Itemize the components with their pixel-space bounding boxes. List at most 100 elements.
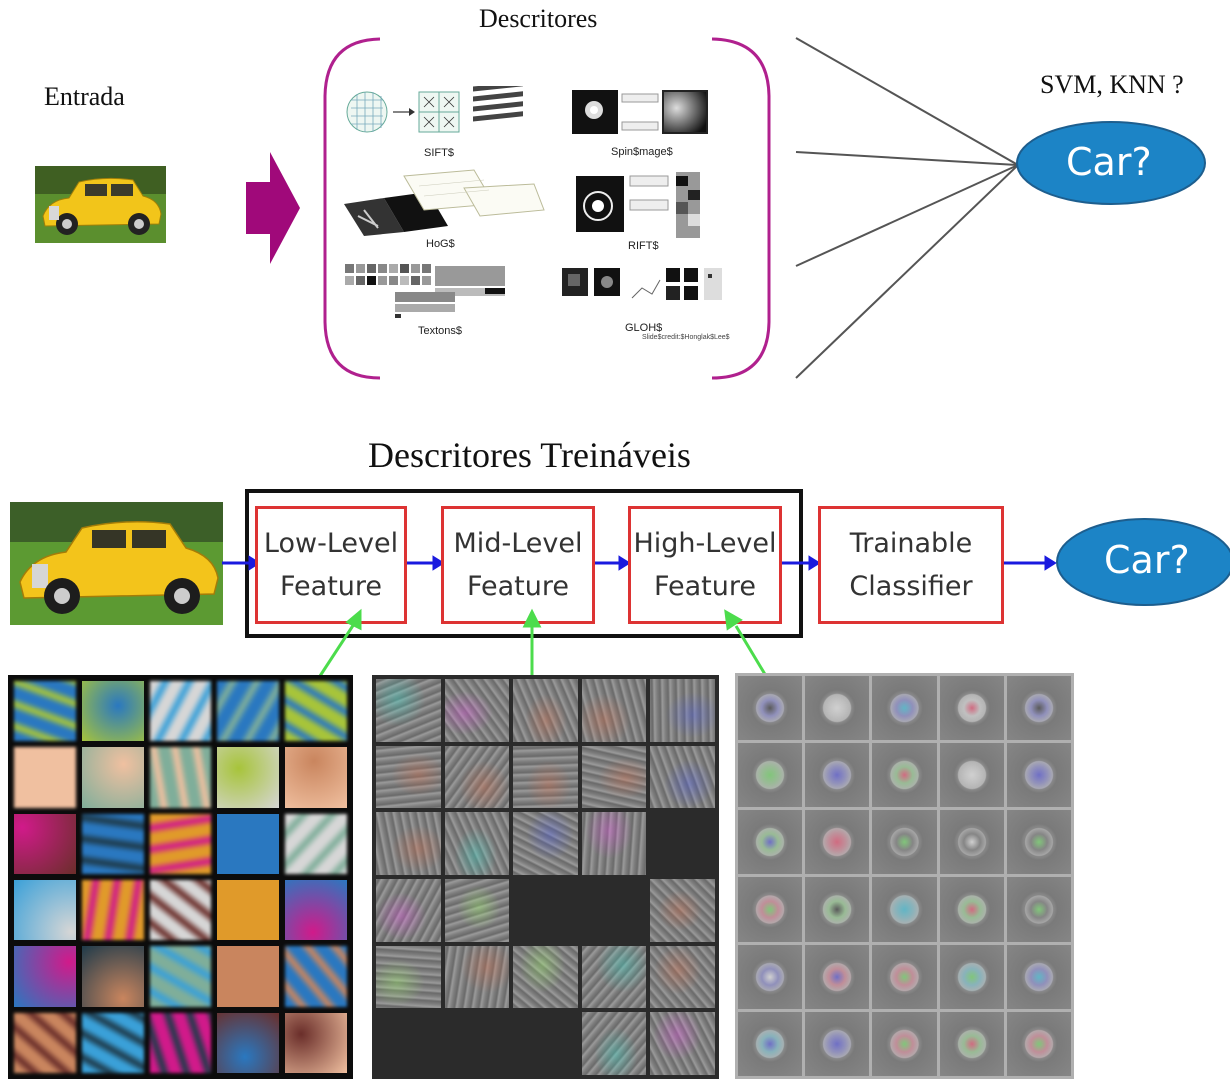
low-level-filter-grid xyxy=(8,675,353,1079)
low-level-filter xyxy=(81,747,144,808)
high-level-filter xyxy=(939,810,1004,875)
textons-thumbnail xyxy=(345,264,505,318)
high-level-filter xyxy=(939,1011,1004,1076)
low-level-filter xyxy=(285,946,347,1007)
mid-level-filter xyxy=(376,945,441,1009)
high-level-filter xyxy=(1006,1011,1071,1076)
low-level-line1: Low-Level xyxy=(263,528,399,559)
mid-level-filter xyxy=(581,745,647,809)
mid-level-filter xyxy=(513,745,578,809)
mid-level-filter xyxy=(513,679,578,742)
low-level-filter xyxy=(217,879,280,941)
mid-level-line2: Feature xyxy=(466,571,569,602)
descriptors-title: Descritores xyxy=(479,4,598,33)
mid-level-filter xyxy=(513,879,578,942)
low-level-filter xyxy=(149,813,212,874)
high-level-filter xyxy=(1006,743,1071,808)
low-level-filter xyxy=(81,879,144,941)
gloh-thumbnail xyxy=(562,268,722,300)
low-level-filter xyxy=(14,946,76,1007)
high-level-filter xyxy=(872,877,937,942)
mid-level-filter xyxy=(581,1012,647,1075)
high-level-filter xyxy=(939,676,1004,741)
flow-arrows xyxy=(222,555,1057,571)
high-level-filter xyxy=(805,1011,870,1076)
low-level-filter xyxy=(14,747,76,808)
mid-level-filter xyxy=(376,745,441,809)
low-level-filter xyxy=(149,1012,212,1073)
mid-level-filter xyxy=(444,879,510,942)
mid-level-filter xyxy=(581,679,647,742)
hog-label: HoG$ xyxy=(426,238,455,250)
mid-level-filter xyxy=(581,812,647,875)
low-level-filter xyxy=(217,1012,280,1073)
mid-level-filter xyxy=(513,812,578,875)
high-level-filter xyxy=(872,944,937,1009)
high-level-filter xyxy=(805,944,870,1009)
high-level-filter xyxy=(805,743,870,808)
low-level-filter xyxy=(217,747,280,808)
low-level-filter xyxy=(285,1012,347,1073)
low-level-filter xyxy=(149,946,212,1007)
converging-arrows xyxy=(795,37,1019,379)
mid-level-filter xyxy=(650,945,715,1009)
gloh-label: GLOH$ xyxy=(625,322,663,334)
high-level-filter xyxy=(738,743,803,808)
mid-level-filter xyxy=(650,812,715,875)
mid-level-filter xyxy=(513,945,578,1009)
mid-level-filter xyxy=(513,1012,578,1075)
high-level-filter xyxy=(939,877,1004,942)
high-level-line2: Feature xyxy=(653,571,756,602)
sift-thumbnail xyxy=(346,86,523,133)
spin-image-thumbnail xyxy=(572,90,708,134)
high-level-filter xyxy=(738,676,803,741)
low-level-filter xyxy=(14,1012,76,1073)
high-level-filter xyxy=(939,944,1004,1009)
trainable-descriptors-title: Descritores Treináveis xyxy=(368,435,691,475)
low-level-filter xyxy=(149,879,212,941)
mid-level-filter xyxy=(650,1012,715,1075)
mid-level-filter xyxy=(445,1012,510,1075)
magenta-arrow xyxy=(246,152,300,264)
low-level-filter xyxy=(285,879,347,941)
mid-level-line1: Mid-Level xyxy=(453,528,583,559)
high-level-filter xyxy=(1006,877,1071,942)
car-output-top-label: Car? xyxy=(1066,140,1152,184)
car-output-bottom xyxy=(1056,518,1230,606)
sift-label: SIFT$ xyxy=(424,147,454,159)
mid-level-filter xyxy=(581,945,647,1009)
textons-label: Textons$ xyxy=(418,325,463,337)
rift-label: RIFT$ xyxy=(628,240,659,252)
high-level-filter-grid xyxy=(735,673,1074,1079)
high-level-line1: High-Level xyxy=(633,528,777,559)
mid-level-filter xyxy=(650,745,715,809)
high-level-filter xyxy=(872,810,937,875)
classifier-line1: Trainable xyxy=(849,528,973,559)
low-level-filter xyxy=(285,813,347,874)
hog-thumbnail xyxy=(344,169,545,236)
high-level-filter xyxy=(738,810,803,875)
high-level-filter xyxy=(805,676,870,741)
mid-level-filter xyxy=(376,679,441,742)
car-output-bottom-label: Car? xyxy=(1104,538,1190,582)
low-level-filter xyxy=(149,747,212,808)
mid-level-filter-grid xyxy=(372,675,719,1079)
slide-credit: Slide$credit:$Honglak$Lee$ xyxy=(642,334,730,341)
mid-level-filter xyxy=(376,879,441,942)
spin-image-label: Spin$mage$ xyxy=(611,146,673,158)
input-label: Entrada xyxy=(44,82,125,111)
high-level-filter xyxy=(738,1011,803,1076)
rift-thumbnail xyxy=(576,172,700,238)
low-level-filter xyxy=(81,813,144,874)
high-level-filter xyxy=(939,743,1004,808)
low-level-filter xyxy=(14,813,76,874)
high-level-filter xyxy=(872,743,937,808)
mid-level-filter xyxy=(444,679,510,742)
low-level-filter xyxy=(217,681,280,742)
classifier-line2: Classifier xyxy=(849,571,973,602)
low-level-filter xyxy=(14,681,76,742)
mid-level-filter xyxy=(582,879,647,942)
